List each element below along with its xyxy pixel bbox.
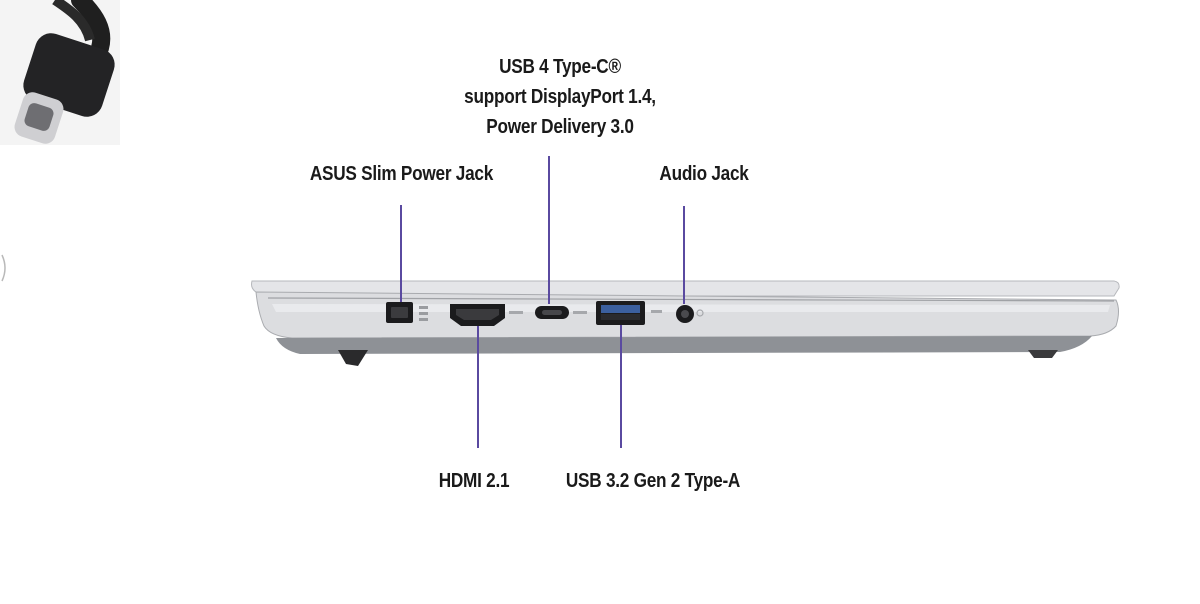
usb-c-connector-icon — [0, 0, 120, 145]
label-usb-c-line-2: support DisplayPort 1.4, — [464, 86, 656, 108]
port-hdmi — [450, 304, 523, 326]
edge-mark — [1, 254, 6, 282]
laptop-chassis — [251, 280, 1120, 366]
port-usb-a — [596, 301, 662, 325]
label-usb-c: USB 4 Type-C® support DisplayPort 1.4, P… — [457, 52, 663, 142]
label-usb-c-line-1: USB 4 Type-C® — [499, 56, 621, 78]
port-audio-jack — [676, 305, 704, 323]
label-usb-a: USB 3.2 Gen 2 Type-A — [565, 470, 741, 492]
label-usb-c-line-3: Power Delivery 3.0 — [486, 116, 634, 138]
port-usb-c — [535, 306, 587, 319]
label-hdmi: HDMI 2.1 — [438, 470, 510, 492]
label-power-jack: ASUS Slim Power Jack — [309, 163, 494, 185]
leader-lines — [400, 156, 685, 448]
port-power-jack — [386, 302, 428, 323]
label-audio-jack: Audio Jack — [659, 163, 749, 185]
